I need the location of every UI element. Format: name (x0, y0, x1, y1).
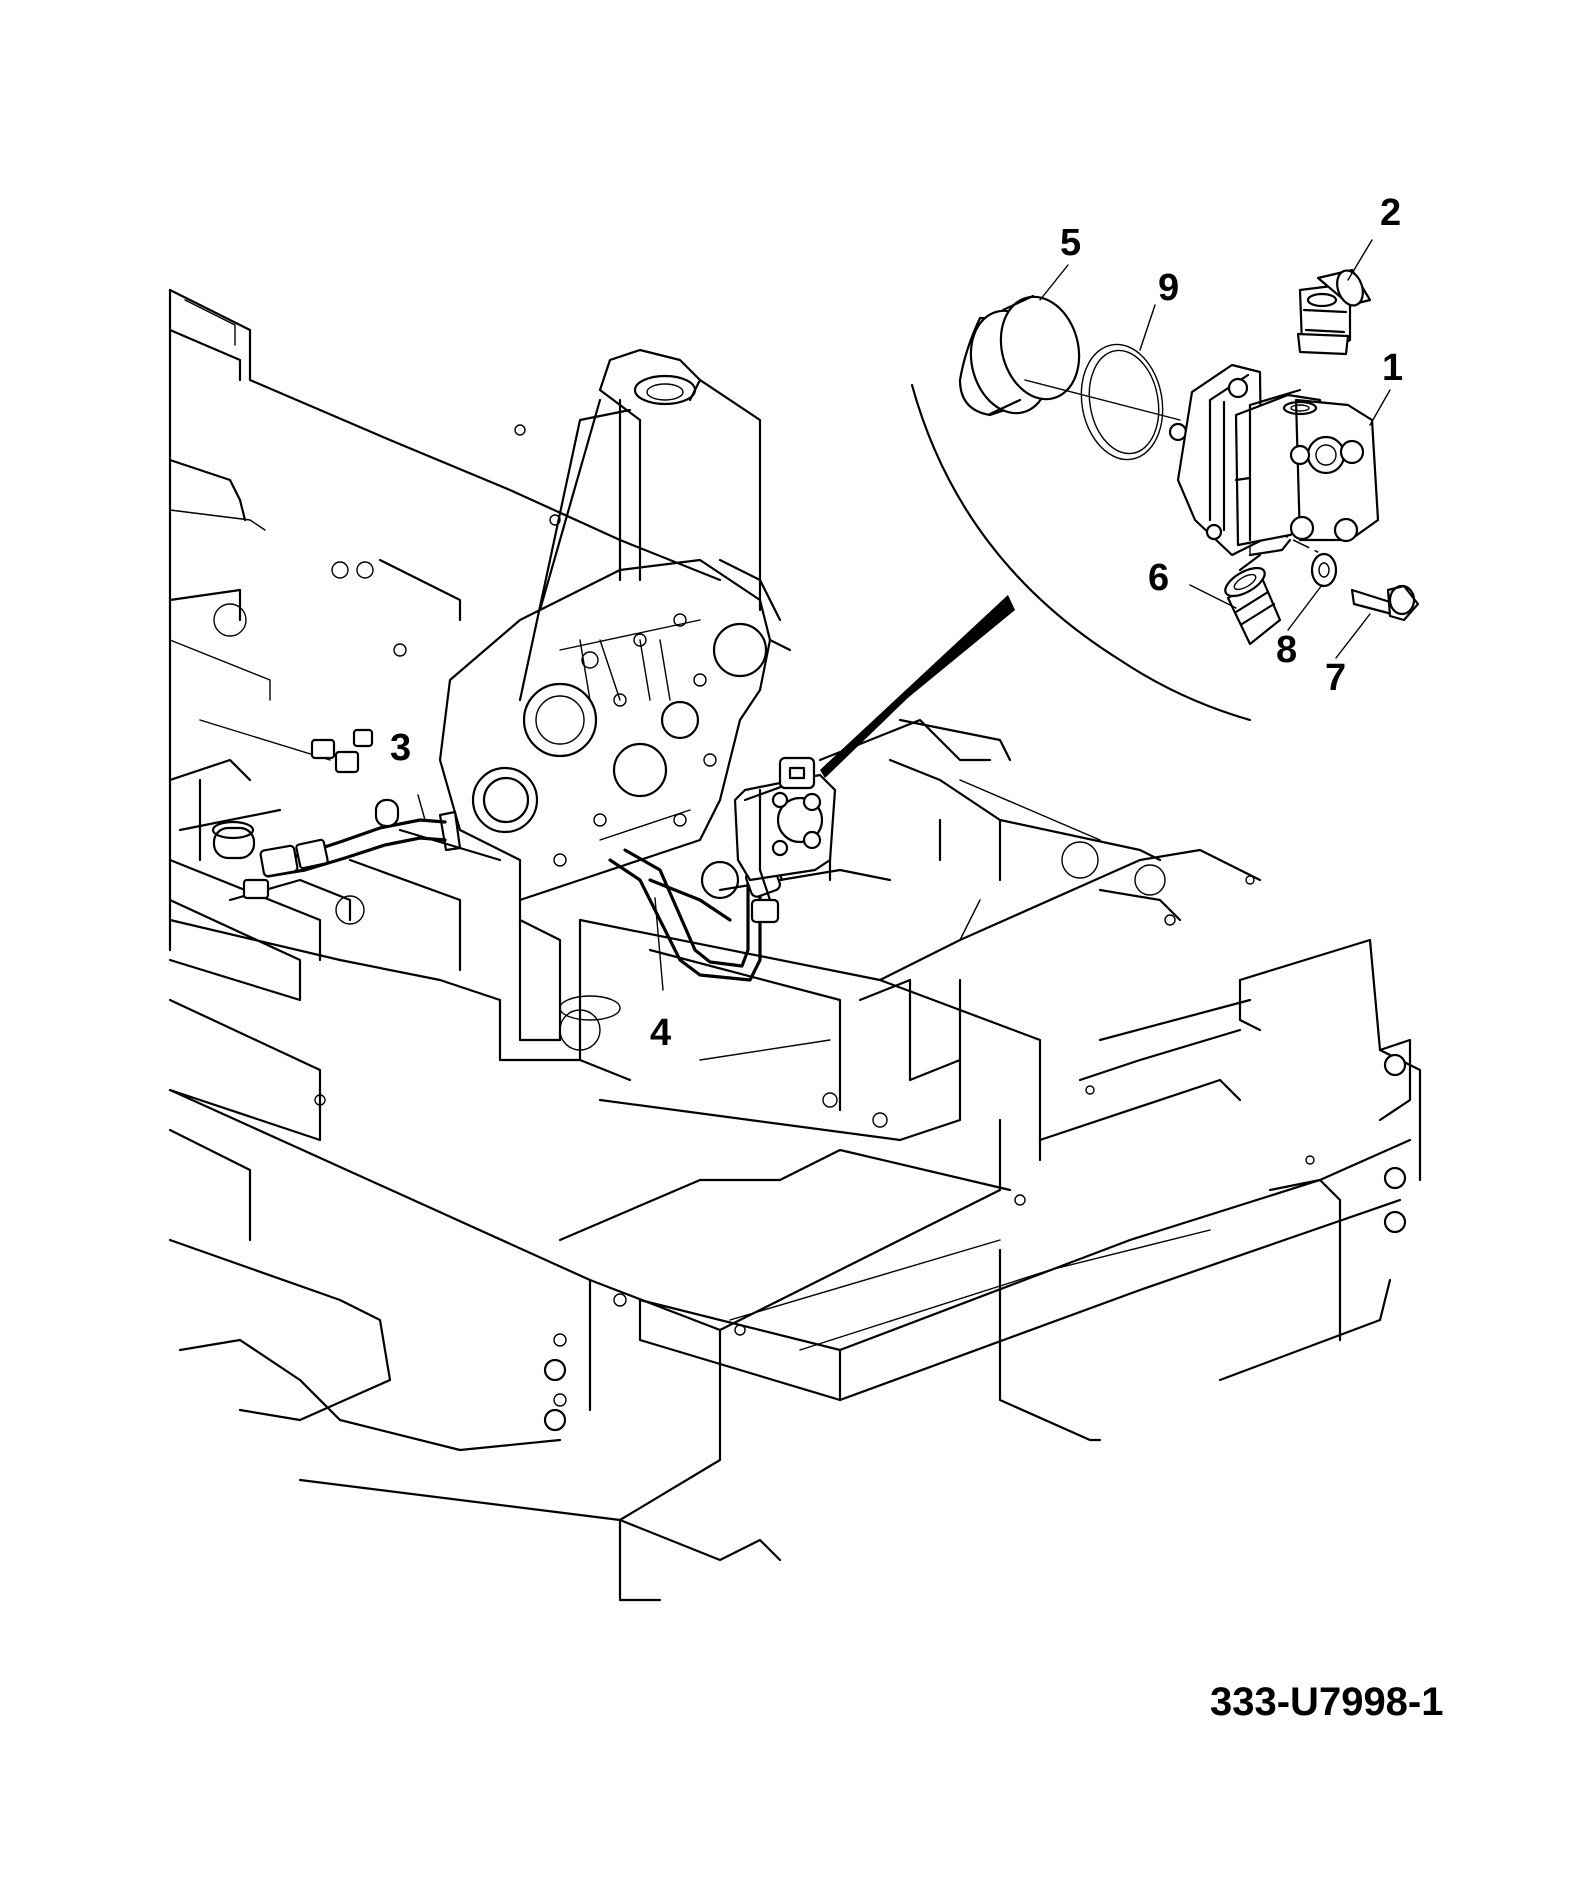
chassis-frame (168, 288, 1422, 1602)
callout-8: 8 (1276, 629, 1297, 671)
callout-9: 9 (1158, 267, 1179, 309)
detail-view-boundary (820, 383, 1252, 778)
callout-5: 5 (1060, 222, 1081, 264)
hose-3 (211, 798, 462, 878)
part-6-straight-fitting (1224, 544, 1282, 646)
callout-7: 7 (1325, 657, 1346, 699)
callout-4: 4 (650, 1012, 671, 1054)
part-1-pump (1168, 363, 1380, 557)
part-7-bolt (1350, 584, 1420, 622)
leader-lines (417, 239, 1391, 991)
figure-id: 333-U7998-1 (1210, 1680, 1444, 1724)
callout-6: 6 (1148, 557, 1169, 599)
part-8-washer (1310, 552, 1338, 588)
callout-labels: 2 5 9 1 6 8 7 3 4 (390, 192, 1403, 1054)
engine-gear-housing (438, 348, 792, 1042)
callout-2: 2 (1380, 192, 1401, 234)
assembly-centerline (1024, 379, 1331, 559)
part-9-o-ring (1080, 343, 1164, 461)
part-5-cover (958, 294, 1081, 417)
pump-assembled (733, 756, 837, 902)
callout-3: 3 (390, 727, 411, 769)
loose-fittings (242, 728, 374, 900)
part-2-elbow-fitting (1296, 268, 1372, 356)
callout-1: 1 (1382, 347, 1403, 389)
